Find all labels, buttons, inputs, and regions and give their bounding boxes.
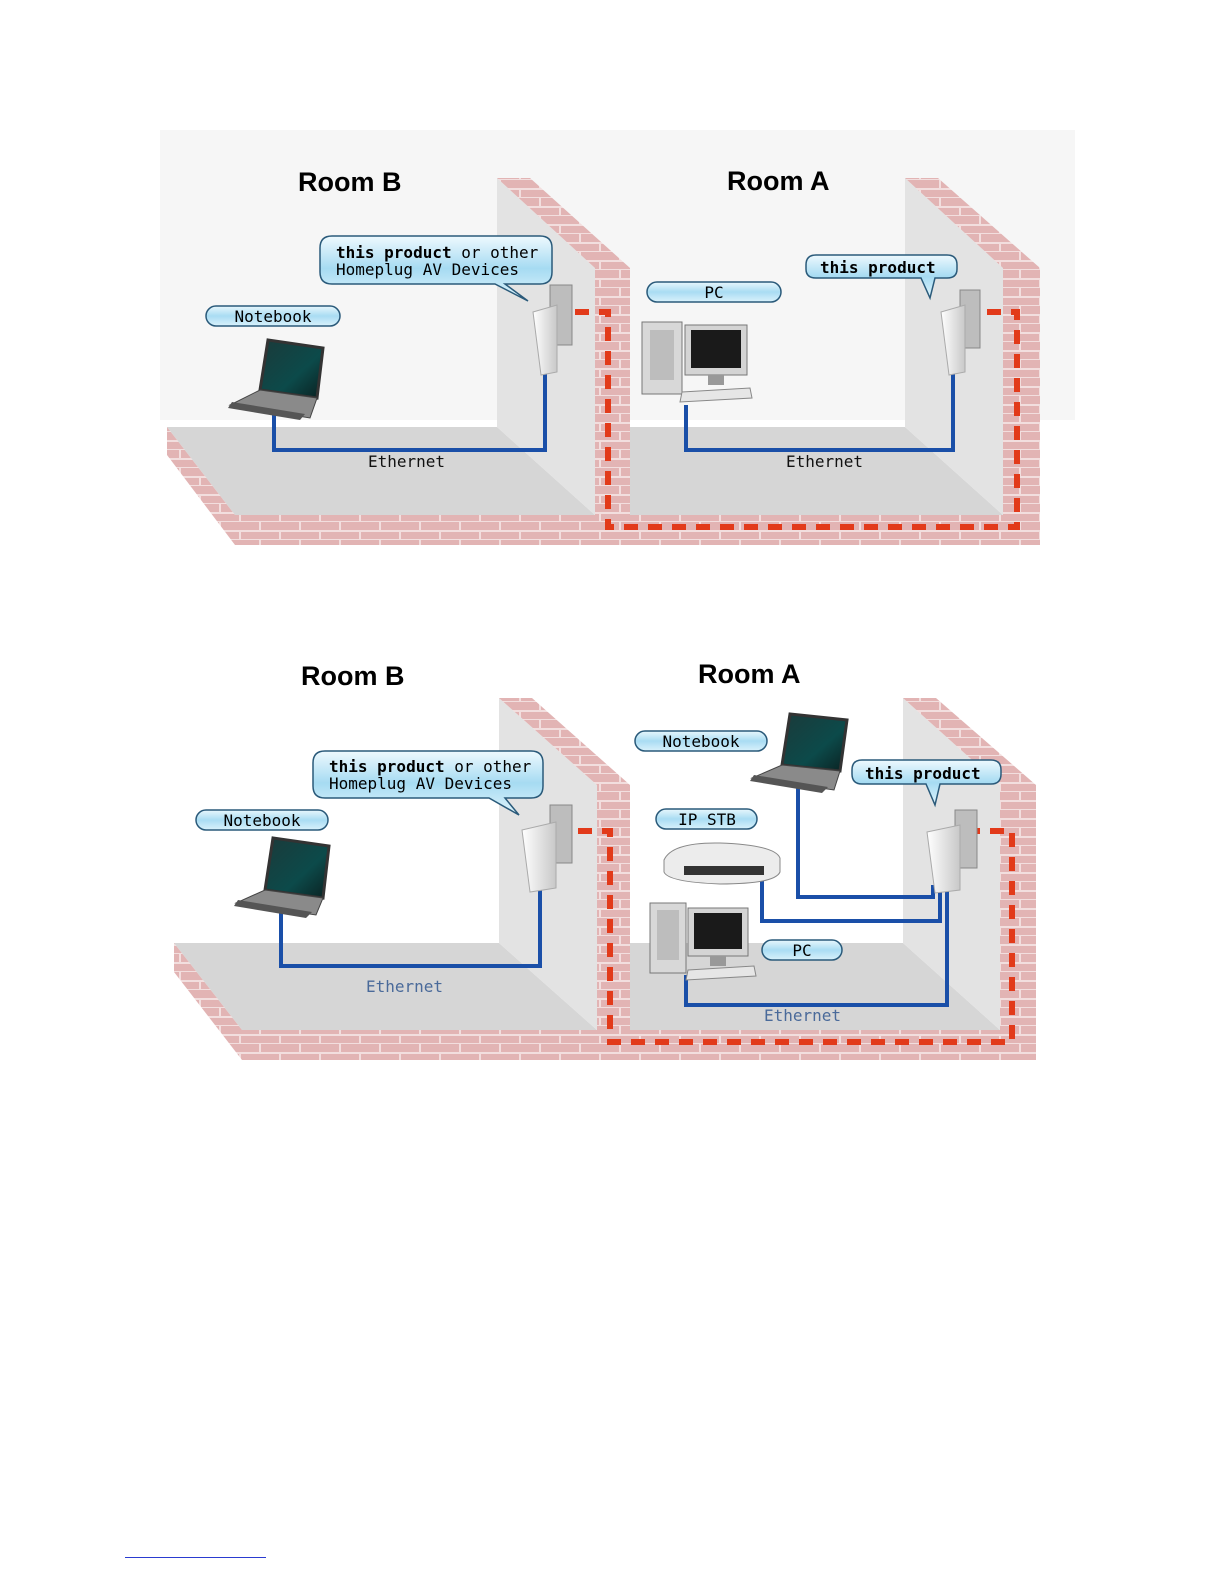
ethernet-label-a: Ethernet [764, 1006, 841, 1025]
set-top-box-icon [664, 843, 780, 884]
divider-wall [597, 785, 630, 1060]
room-a-floor-front [630, 515, 1040, 545]
room-b-title: Room B [298, 167, 402, 197]
bubble-b-line2: Homeplug AV Devices [336, 260, 519, 279]
notebook-icon [234, 838, 329, 918]
ethernet-label-b: Ethernet [368, 452, 445, 471]
notebook-label: Notebook [234, 307, 311, 326]
ethernet-label-b: Ethernet [366, 977, 443, 996]
diagram-1: Room B Room A Notebook [160, 130, 1075, 545]
pc-label: PC [704, 283, 723, 302]
room-a-right-wall [1000, 785, 1036, 1060]
room-a-title: Room A [698, 659, 801, 689]
ip-stb-label: IP STB [678, 810, 736, 829]
room-a-title: Room A [727, 166, 830, 196]
bubble-a-text: this product [865, 764, 981, 783]
ethernet-label-a: Ethernet [786, 452, 863, 471]
notebook-a-label: Notebook [662, 732, 739, 751]
pc-label: PC [792, 941, 811, 960]
room-b-floor-front [242, 1030, 600, 1060]
room-b-title: Room B [301, 661, 405, 691]
bubble-b-line2: Homeplug AV Devices [329, 774, 512, 793]
diagram-2: Room B Room A [174, 659, 1036, 1060]
room-a-right-wall [1003, 268, 1040, 545]
notebook-b-label: Notebook [223, 811, 300, 830]
notebook-icon [750, 714, 847, 793]
footnote-separator [125, 1557, 266, 1558]
bubble-a-text: this product [820, 258, 936, 277]
room-b-floor-front [235, 515, 600, 545]
